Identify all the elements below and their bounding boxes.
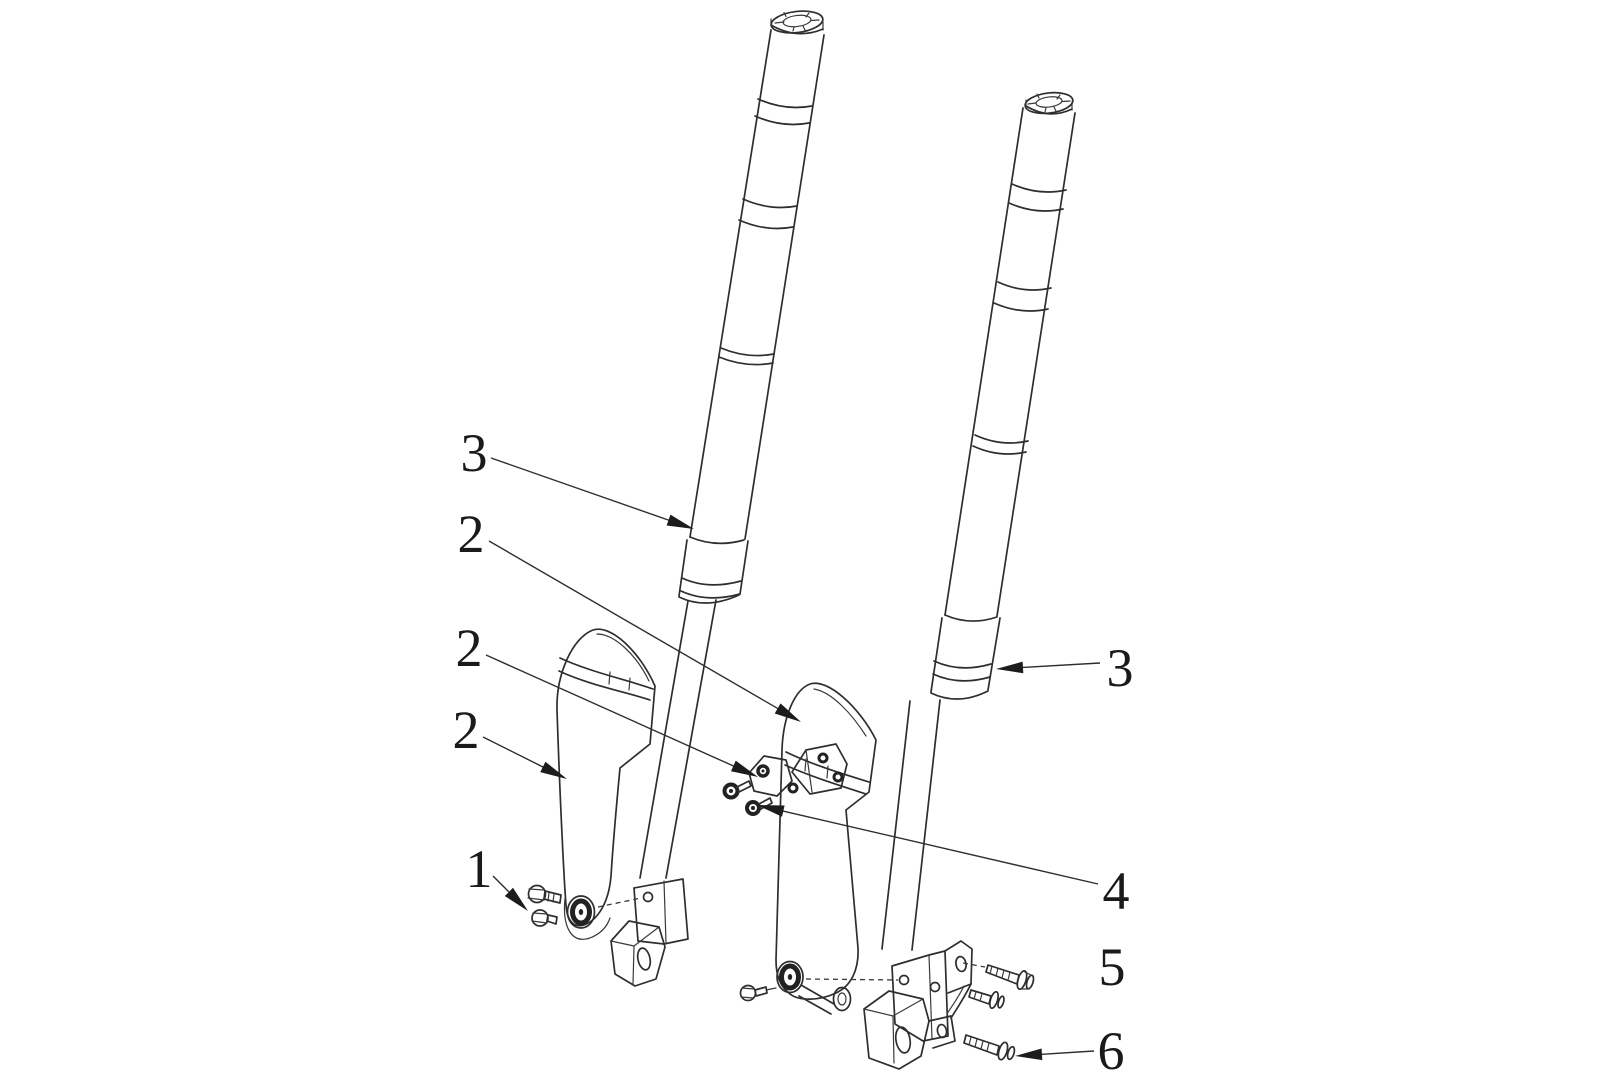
right-assembly-line: [805, 978, 899, 981]
callout-2-top-arrowhead: [774, 703, 801, 722]
callout-6: 6: [1015, 1021, 1125, 1080]
right-clamp-boss: [863, 990, 930, 1070]
right-guard-bolt: [739, 984, 777, 1002]
right-tube-right-edge: [996, 112, 1076, 617]
callout-2-middle-arrowhead: [730, 760, 758, 777]
callout-5-label: 5: [1099, 937, 1126, 997]
left-tube-cap: [770, 10, 824, 35]
right-guard-grommet: [776, 960, 804, 994]
left-tube-left-edge: [689, 29, 772, 538]
right-fork-guard: [739, 682, 877, 1015]
left-fork-tube: [639, 10, 825, 879]
callout-6-leader: [1039, 1050, 1095, 1056]
callout-2-bottom-label: 2: [453, 700, 480, 760]
callout-2-bottom: 2: [453, 700, 567, 779]
guard-bracket: [722, 743, 848, 816]
right-clamp-lower-ear: [928, 1015, 956, 1049]
bracket-screw-upper: [722, 780, 752, 800]
callout-4-leader: [781, 809, 1099, 885]
screw-assembly-line: [962, 962, 986, 968]
clamp-screw-long-lower: [963, 1034, 1016, 1061]
callout-4-arrowhead: [757, 805, 785, 817]
mount-bolt-upper: [527, 884, 562, 904]
callout-3-left-arrowhead: [666, 514, 694, 529]
left-inner-tube: [639, 600, 689, 879]
mount-bolt-lower: [531, 909, 558, 927]
callout-3-left-leader: [490, 457, 671, 522]
left-axle-clamp: [610, 878, 689, 987]
left-assembly-line: [597, 897, 642, 908]
callout-3-right-leader: [1020, 662, 1101, 669]
callout-2-middle-label: 2: [456, 618, 483, 678]
callout-3-left: 3: [461, 423, 694, 529]
bracket-screw-lower: [745, 797, 773, 816]
callout-4-label: 4: [1103, 861, 1130, 921]
callout-2-bottom-leader: [482, 736, 545, 769]
callout-3-right-arrowhead: [996, 661, 1024, 674]
right-clamp-upper-ear: [944, 940, 973, 994]
grommet-strap: [798, 984, 835, 1015]
right-fork-tube: [881, 91, 1076, 951]
right-guard-eyelet: [832, 986, 852, 1012]
callout-2-bottom-arrowhead: [540, 761, 567, 779]
right-tube-left-edge: [944, 107, 1024, 616]
left-tube-right-edge: [744, 34, 825, 540]
clamp-screw-long-upper: [985, 964, 1035, 991]
callout-1: 1: [466, 839, 528, 911]
callout-1-arrowhead: [504, 887, 528, 911]
callout-5: 5: [1099, 937, 1126, 997]
right-tube-cap: [1024, 91, 1074, 115]
callout-1-label: 1: [466, 839, 493, 899]
left-clamp-boss: [610, 920, 666, 987]
callout-6-label: 6: [1098, 1021, 1125, 1080]
callout-2-top-leader: [488, 540, 780, 711]
left-clamp-hole: [642, 891, 654, 903]
callout-2-top-label: 2: [458, 504, 485, 564]
clamp-screw-short-middle: [968, 989, 1005, 1010]
callout-3-right: 3: [996, 638, 1134, 698]
callout-2-top: 2: [458, 504, 801, 722]
left-guard-grommet: [566, 895, 596, 929]
callouts-layer: 3 2 2 2 1 3 4 5 6: [453, 423, 1134, 1080]
callout-1-leader: [492, 875, 511, 894]
callout-3-left-label: 3: [461, 423, 488, 483]
right-axle-clamp: [863, 940, 973, 1070]
right-inner-tube: [881, 700, 911, 950]
callout-3-right-label: 3: [1107, 638, 1134, 698]
callout-2-middle-leader: [485, 654, 736, 768]
callout-2-middle: 2: [456, 618, 758, 777]
callout-6-arrowhead: [1015, 1048, 1043, 1061]
callout-4: 4: [757, 805, 1130, 921]
left-fork-guard: [556, 628, 656, 940]
